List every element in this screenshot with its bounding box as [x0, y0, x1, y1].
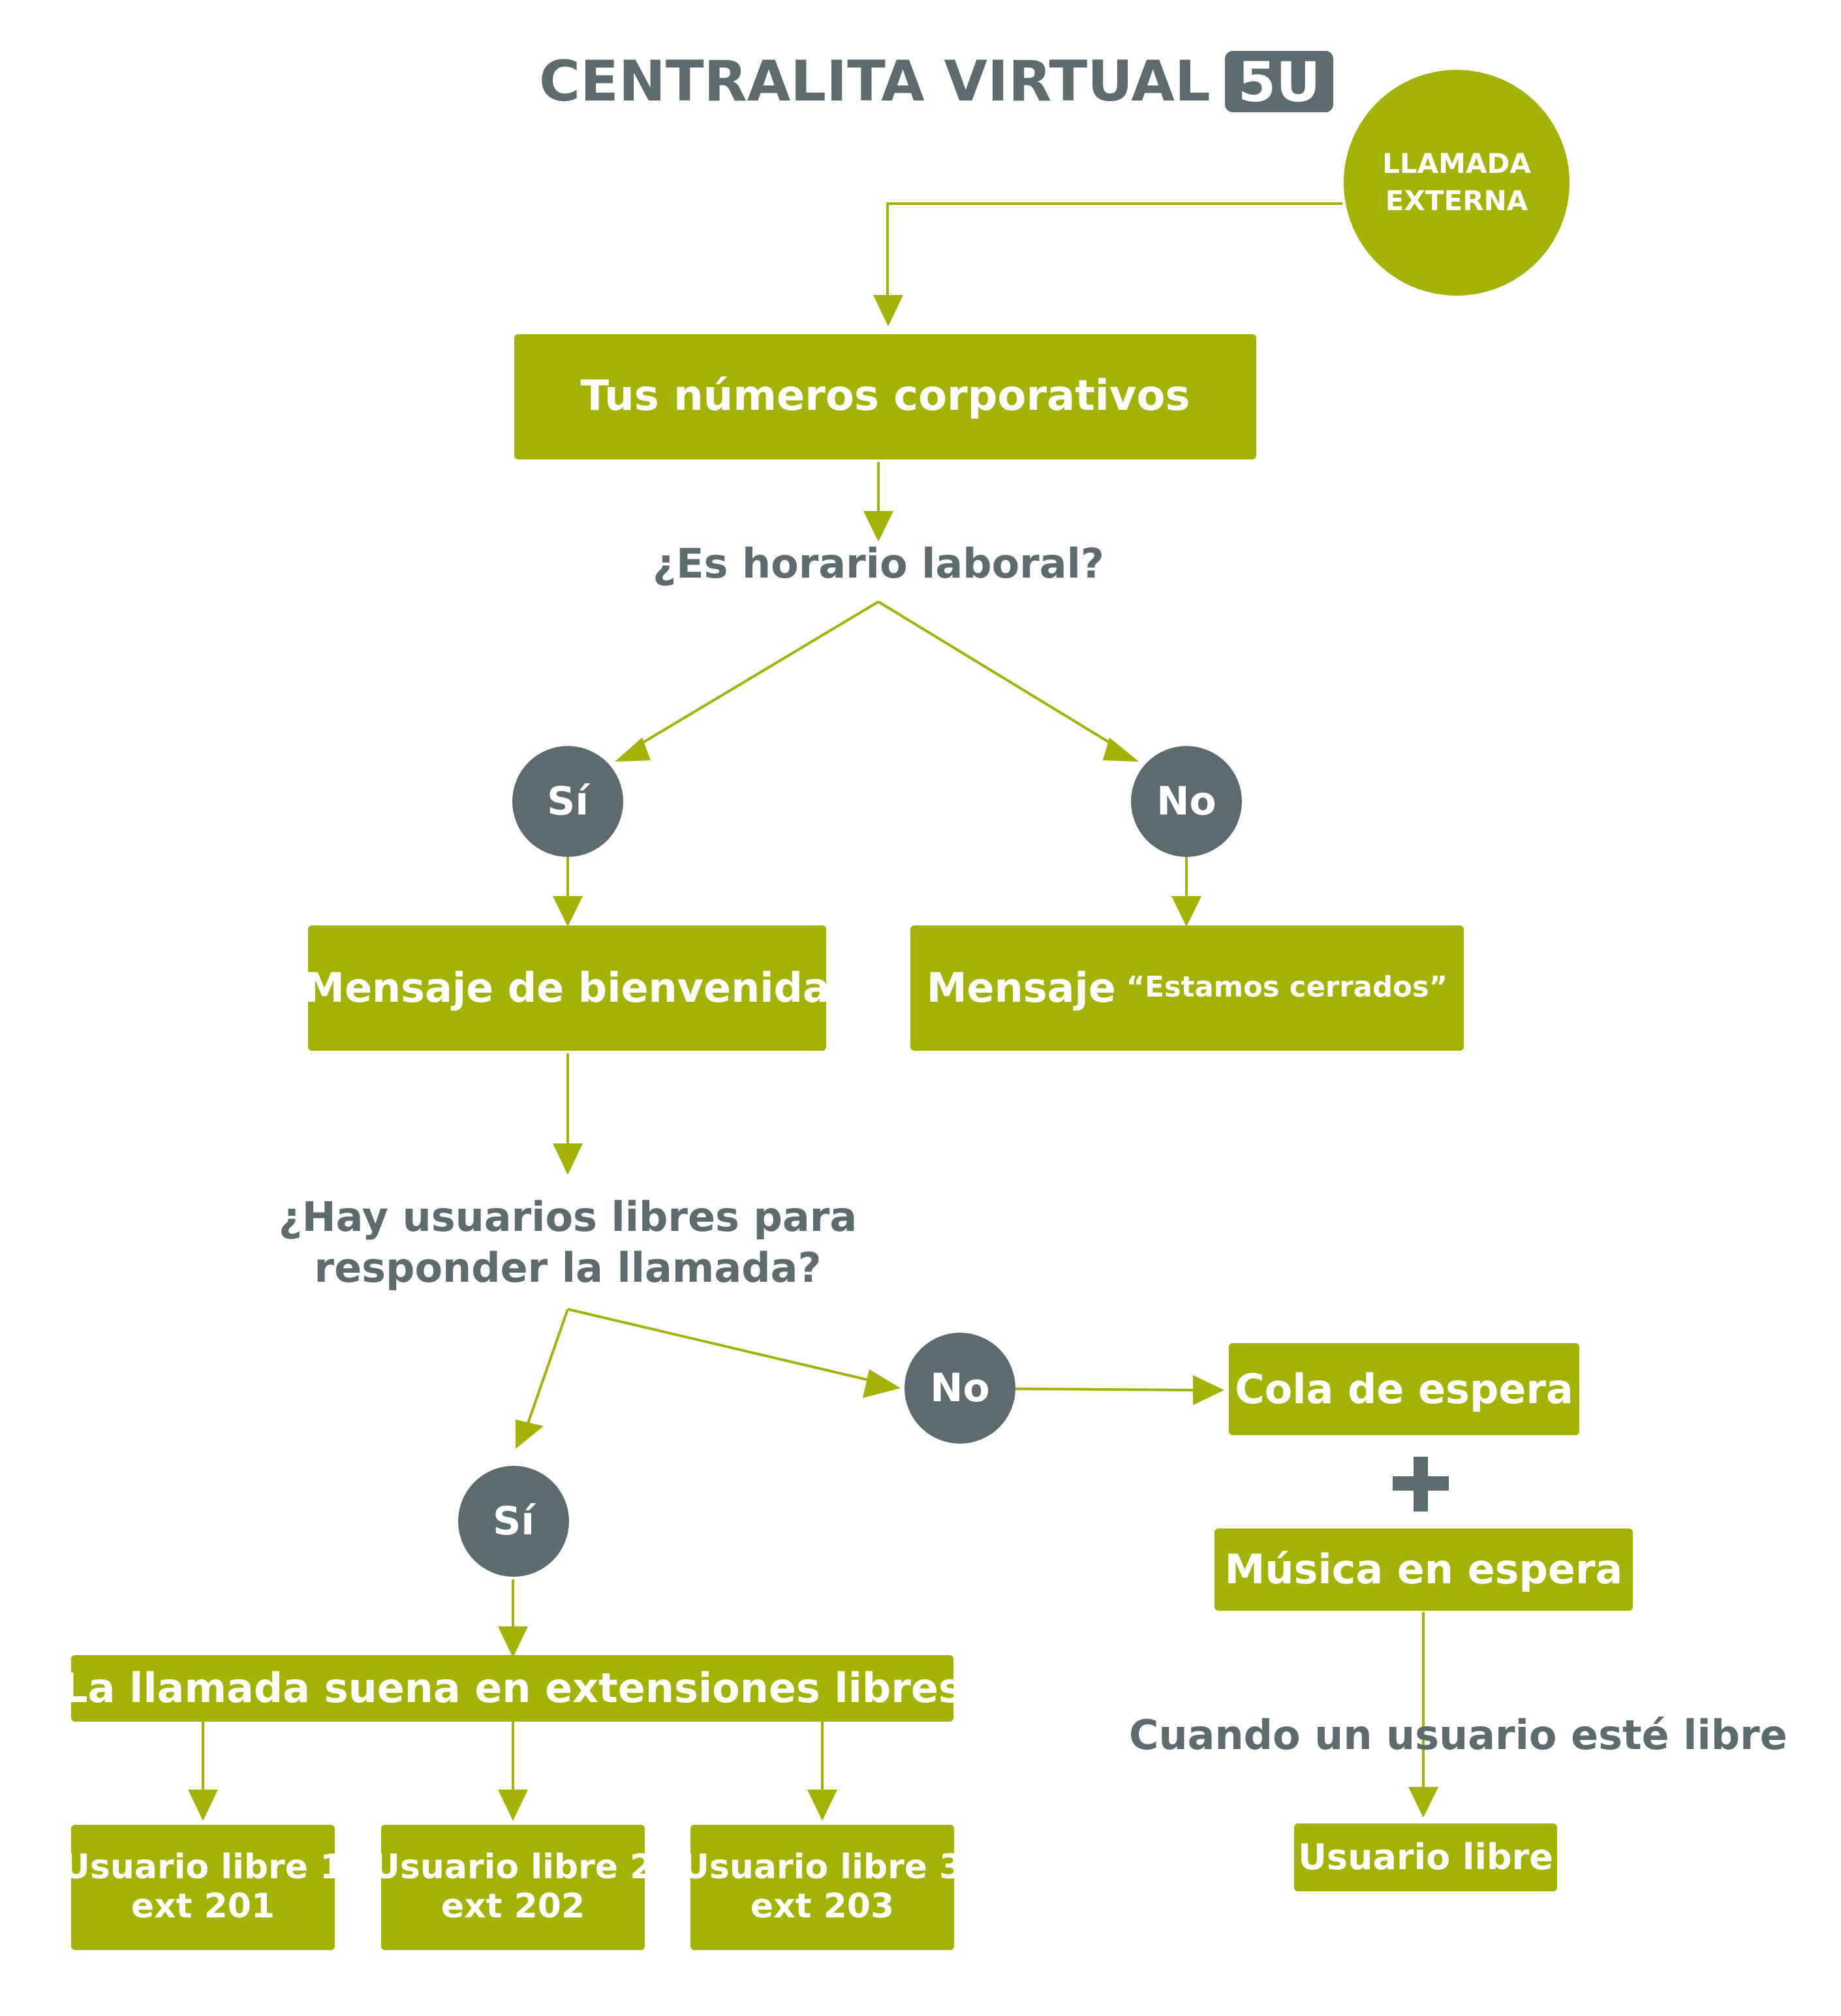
- arrowhead-welcome: [553, 896, 583, 927]
- plus-icon-vertical: [1414, 1457, 1428, 1512]
- connector-question2-to-yes: [523, 1309, 569, 1433]
- external-call-label: LLAMADA EXTERNA: [1382, 147, 1531, 217]
- connector-no2-to-queue: [1015, 1388, 1201, 1391]
- connector-question1-to-yes: [630, 600, 880, 751]
- page-title: CENTRALITA VIRTUAL 5U: [539, 47, 1334, 116]
- free-user-1-name: Usuario libre 1: [62, 1848, 344, 1887]
- arrowhead-free-user: [1408, 1787, 1438, 1818]
- arrowhead-no1: [1103, 737, 1139, 762]
- free-user-1-ext: ext 201: [131, 1887, 275, 1926]
- corporate-numbers-node: Tus números corporativos: [514, 334, 1256, 459]
- business-hours-question: ¿Es horario laboral?: [617, 538, 1139, 589]
- welcome-message-label: Mensaje de bienvenida: [304, 964, 830, 1012]
- arrowhead-user2: [498, 1790, 528, 1821]
- arrowhead-question2: [553, 1143, 583, 1175]
- free-users-question-label: ¿Hay usuarios libres para responder la l…: [278, 1193, 858, 1292]
- when-user-free-label: Cuando un usuario esté libre: [1129, 1711, 1787, 1759]
- hold-music-node: Música en espera: [1214, 1528, 1633, 1611]
- arrowhead-closed: [1171, 896, 1201, 927]
- free-user-2-ext: ext 202: [441, 1887, 585, 1926]
- arrowhead-corporate: [873, 295, 903, 326]
- arrowhead-rings: [498, 1626, 528, 1658]
- arrowhead-yes2: [516, 1419, 544, 1449]
- business-hours-question-label: ¿Es horario laboral?: [653, 540, 1104, 587]
- hold-music-label: Música en espera: [1224, 1545, 1623, 1594]
- free-user-2-name: Usuario libre 2: [372, 1848, 654, 1887]
- arrowhead-yes1: [615, 737, 651, 762]
- free-user-label: Usuario libre: [1298, 1836, 1553, 1878]
- connector-question2-to-no: [567, 1308, 882, 1384]
- arrowhead-user3: [807, 1790, 837, 1821]
- closed-message-node: Mensaje “Estamos cerrados”: [910, 925, 1464, 1051]
- free-users-question: ¿Hay usuarios libres para responder la l…: [163, 1192, 972, 1293]
- free-user-1-node: Usuario libre 1 ext 201: [63, 1825, 343, 1950]
- free-user-3-ext: ext 203: [750, 1887, 895, 1926]
- external-call-node: LLAMADA EXTERNA: [1344, 70, 1570, 296]
- title-text: CENTRALITA VIRTUAL: [539, 49, 1211, 114]
- free-user-3-name: Usuario libre 3: [681, 1848, 963, 1887]
- corporate-numbers-label: Tus números corporativos: [580, 372, 1190, 421]
- yes-label-2: Sí: [493, 1498, 534, 1544]
- no-node-2: No: [905, 1333, 1015, 1444]
- arrowhead-no2: [863, 1369, 901, 1398]
- welcome-message-node: Mensaje de bienvenida: [304, 925, 830, 1051]
- arrowhead-queue: [1193, 1375, 1224, 1405]
- title-badge: 5U: [1224, 50, 1334, 113]
- no-label-1: No: [1156, 779, 1216, 824]
- yes-node-1: Sí: [512, 746, 623, 857]
- arrowhead-user1: [188, 1790, 218, 1821]
- rings-free-extensions-node: La llamada suena en extensiones libres: [62, 1655, 963, 1722]
- connector-question1-to-no: [877, 600, 1122, 751]
- closed-message-prefix: Mensaje: [926, 964, 1116, 1012]
- when-user-free-label-wrap: Cuando un usuario esté libre: [1129, 1710, 1787, 1761]
- waiting-queue-label: Cola de espera: [1235, 1365, 1573, 1413]
- free-user-2-node: Usuario libre 2 ext 202: [373, 1825, 653, 1950]
- no-label-2: No: [930, 1365, 990, 1411]
- yes-label-1: Sí: [547, 779, 589, 824]
- no-node-1: No: [1131, 746, 1242, 857]
- closed-message-quote: “Estamos cerrados”: [1126, 971, 1448, 1004]
- connector-external-to-corporate: [886, 202, 1342, 307]
- rings-free-extensions-label: La llamada suena en extensiones libres: [62, 1664, 963, 1713]
- arrowhead-question1: [863, 511, 893, 542]
- yes-node-2: Sí: [458, 1466, 569, 1577]
- waiting-queue-node: Cola de espera: [1229, 1343, 1579, 1435]
- free-user-node: Usuario libre: [1294, 1823, 1557, 1891]
- free-user-3-node: Usuario libre 3 ext 203: [682, 1825, 963, 1950]
